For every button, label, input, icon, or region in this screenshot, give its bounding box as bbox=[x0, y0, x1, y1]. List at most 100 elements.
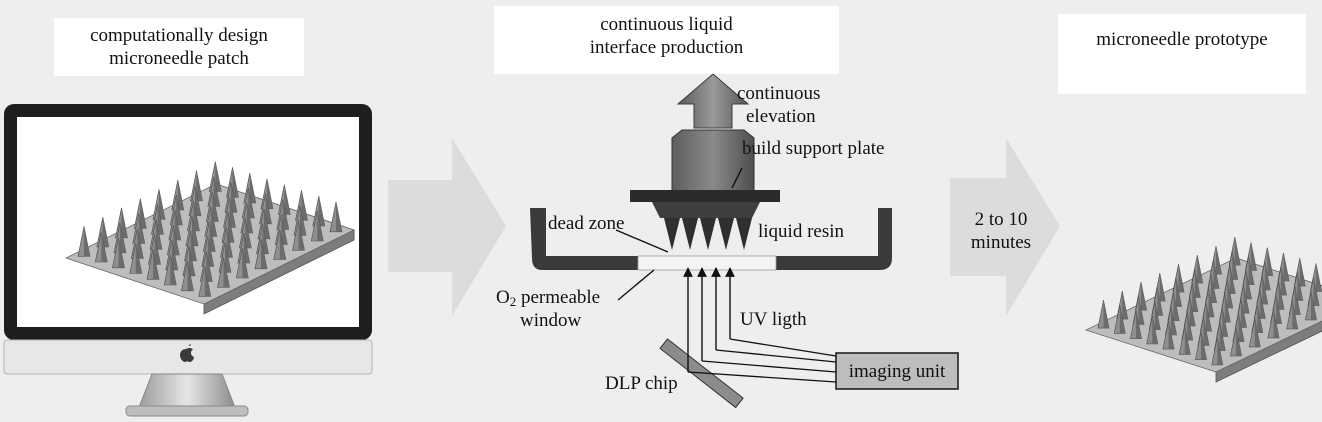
microneedle-shade bbox=[298, 220, 305, 251]
imaging-ray bbox=[701, 360, 837, 373]
microneedle-shade bbox=[223, 257, 230, 288]
microneedle-shade bbox=[140, 198, 147, 229]
build-support-plate-label: build support plate bbox=[742, 138, 885, 159]
microneedle-shade bbox=[1232, 251, 1238, 280]
elevation-arrow bbox=[676, 73, 750, 129]
microneedle-shade bbox=[84, 226, 90, 257]
microneedle-shade bbox=[1273, 309, 1280, 338]
microneedle-shade bbox=[174, 210, 181, 240]
microneedle-shade bbox=[265, 193, 272, 224]
microneedle-shade bbox=[279, 229, 286, 260]
printed-microneedles bbox=[664, 218, 752, 250]
microneedle-shade bbox=[159, 189, 165, 220]
microneedle-shade bbox=[1157, 287, 1163, 316]
printed-needle bbox=[682, 218, 698, 250]
microneedle-shade bbox=[1173, 292, 1180, 321]
microneedle-shade bbox=[1236, 327, 1242, 356]
microneedle-shade bbox=[1219, 322, 1226, 351]
build-plate-leader bbox=[731, 167, 743, 189]
o2-permeable-label: O2 permeable bbox=[496, 286, 600, 309]
microneedle-shade bbox=[264, 208, 270, 239]
microneedle-shade bbox=[1141, 282, 1147, 311]
dead-zone-label: dead zone bbox=[548, 213, 625, 234]
microneedle-shade bbox=[248, 188, 255, 218]
microneedle-shade bbox=[138, 213, 145, 244]
resin-tray bbox=[530, 208, 638, 270]
microneedle-shade bbox=[177, 180, 184, 210]
microneedle-shade bbox=[301, 190, 308, 221]
microneedle-shade bbox=[225, 242, 231, 273]
continuous-elevation-line1: continuous bbox=[737, 83, 821, 104]
design-heading-line2: microneedle patch bbox=[109, 48, 249, 69]
microneedle-shade bbox=[1246, 270, 1252, 299]
microneedle-shade bbox=[282, 199, 289, 230]
microneedle-shade bbox=[232, 167, 239, 198]
microneedle-shade bbox=[1176, 278, 1182, 307]
microneedle-shade bbox=[212, 191, 219, 222]
design-heading-box bbox=[54, 18, 304, 76]
microneedle-shade bbox=[215, 161, 222, 192]
imaging-unit-label: imaging unit bbox=[848, 361, 946, 382]
microneedle-shade bbox=[1238, 313, 1245, 342]
microneedle-shade bbox=[195, 185, 201, 216]
clip-heading-box bbox=[494, 6, 839, 74]
microneedle-shade bbox=[1224, 294, 1231, 323]
microneedle-shade bbox=[156, 219, 162, 250]
microneedle-shade bbox=[229, 197, 236, 228]
window-label: window bbox=[520, 310, 582, 331]
microneedle-shade bbox=[249, 173, 256, 203]
printed-needle bbox=[718, 218, 734, 250]
uv-light-label: UV ligth bbox=[740, 309, 807, 330]
microneedle-shade bbox=[154, 234, 161, 265]
microneedle-shade bbox=[1292, 300, 1298, 329]
microneedle-shade bbox=[1276, 295, 1282, 324]
microneedle-shade bbox=[1254, 318, 1261, 347]
microneedle-shade bbox=[102, 217, 109, 247]
microneedle-shade bbox=[1234, 237, 1241, 266]
microneedle-shade bbox=[1194, 269, 1201, 298]
microneedle-shade bbox=[121, 207, 128, 238]
flow-arrow-2 bbox=[950, 138, 1060, 316]
microneedle-shade bbox=[1206, 303, 1212, 332]
microneedle-shade bbox=[228, 212, 234, 243]
microneedle-shade bbox=[196, 170, 203, 201]
uv-light-rays bbox=[683, 267, 837, 383]
o2-symbol: O bbox=[496, 287, 510, 308]
microneedle-shade bbox=[242, 248, 249, 278]
microneedle-shade bbox=[1248, 256, 1255, 285]
microneedle-shade bbox=[245, 218, 252, 248]
microneedle-shade bbox=[1197, 255, 1203, 284]
microneedle-shade bbox=[1241, 299, 1247, 328]
microneedle-shade bbox=[209, 221, 216, 252]
monitor-foot bbox=[125, 405, 249, 417]
printed-needle bbox=[664, 218, 680, 250]
microneedle-shade bbox=[1187, 312, 1193, 341]
microneedle-shade bbox=[190, 230, 197, 261]
microneedle-patch-icon bbox=[1084, 237, 1322, 383]
imaging-ray bbox=[687, 371, 837, 383]
window-leader bbox=[617, 269, 655, 301]
microneedle-shade bbox=[171, 240, 178, 270]
microneedle-shade bbox=[192, 215, 198, 246]
microneedle-shade bbox=[1122, 291, 1128, 320]
microneedle-shade bbox=[1311, 291, 1317, 320]
microneedle-patch-icon bbox=[64, 161, 356, 315]
microneedle-shade bbox=[1216, 246, 1222, 275]
prototype-heading-box bbox=[1058, 14, 1306, 94]
microneedle-shade bbox=[1243, 285, 1250, 314]
microneedle-shade bbox=[189, 245, 195, 276]
microneedle-shade bbox=[1227, 279, 1233, 308]
microneedle-shade bbox=[1189, 297, 1196, 326]
imaging-ray bbox=[729, 338, 837, 357]
microneedle-shade bbox=[226, 227, 233, 258]
microneedle-shade bbox=[1297, 272, 1303, 301]
microneedle-shade bbox=[1278, 281, 1285, 310]
microneedle-shade bbox=[170, 255, 177, 285]
microneedle-shade bbox=[1283, 252, 1290, 281]
design-heading-line1: computationally design bbox=[90, 25, 268, 46]
microneedle-shade bbox=[243, 233, 250, 263]
microneedle-shade bbox=[187, 260, 194, 291]
microneedle-shade bbox=[1138, 296, 1145, 325]
microneedle-shade bbox=[1201, 331, 1207, 360]
